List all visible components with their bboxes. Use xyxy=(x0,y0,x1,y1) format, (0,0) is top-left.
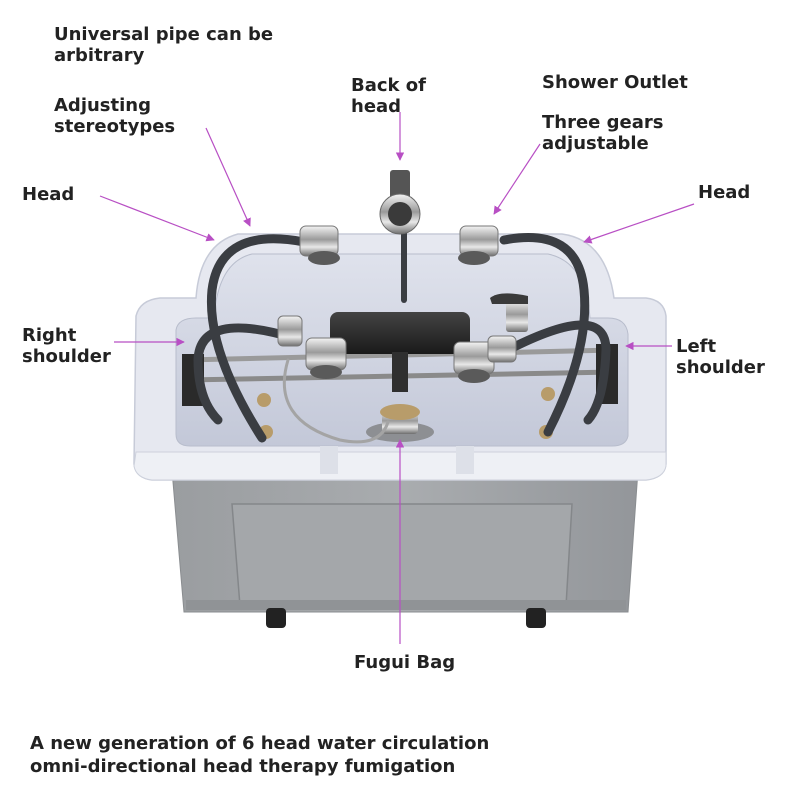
label-right-shoulder: Right shoulder xyxy=(22,325,111,367)
arrow-head-left xyxy=(99,195,215,242)
label-left-shoulder: Left shoulder xyxy=(676,336,765,378)
hoses xyxy=(193,229,611,444)
chrome-shower-nozzle-icon[interactable] xyxy=(487,335,517,363)
label-adjusting-stereotypes: Adjusting stereotypes xyxy=(54,95,176,137)
product-caption: A new generation of 6 head water circula… xyxy=(30,733,490,777)
label-universal-pipe: Universal pipe can be arbitrary xyxy=(54,24,274,66)
label-three-gears: Three gears adjustable xyxy=(542,112,664,154)
arrow-three-gears xyxy=(493,143,541,215)
back-of-head-nozzle-icon[interactable] xyxy=(379,170,421,235)
cabinet-door[interactable] xyxy=(231,503,573,607)
faucet-icon[interactable] xyxy=(490,293,528,332)
arrow-head-right xyxy=(583,203,695,244)
chrome-shower-nozzle-icon[interactable] xyxy=(305,337,347,379)
label-fugui-bag: Fugui Bag xyxy=(354,652,456,673)
cabinet xyxy=(171,469,639,628)
label-shower-outlet: Shower Outlet xyxy=(542,72,688,93)
drain-icon xyxy=(366,404,434,442)
chrome-shower-nozzle-icon[interactable] xyxy=(299,225,340,265)
arrow-adjusting xyxy=(205,127,251,227)
chrome-shower-nozzle-icon[interactable] xyxy=(458,225,499,265)
label-head-right: Head xyxy=(698,182,751,203)
caster-wheel xyxy=(266,608,286,628)
label-back-of-head: Back of head xyxy=(351,75,426,117)
caster-wheel xyxy=(526,608,546,628)
label-head-left: Head xyxy=(22,184,75,205)
callout-arrows xyxy=(99,112,695,644)
chrome-shower-nozzle-icon[interactable] xyxy=(453,341,495,383)
neck-pillow-icon xyxy=(330,312,470,392)
chrome-shower-nozzle-icon[interactable] xyxy=(277,315,303,347)
